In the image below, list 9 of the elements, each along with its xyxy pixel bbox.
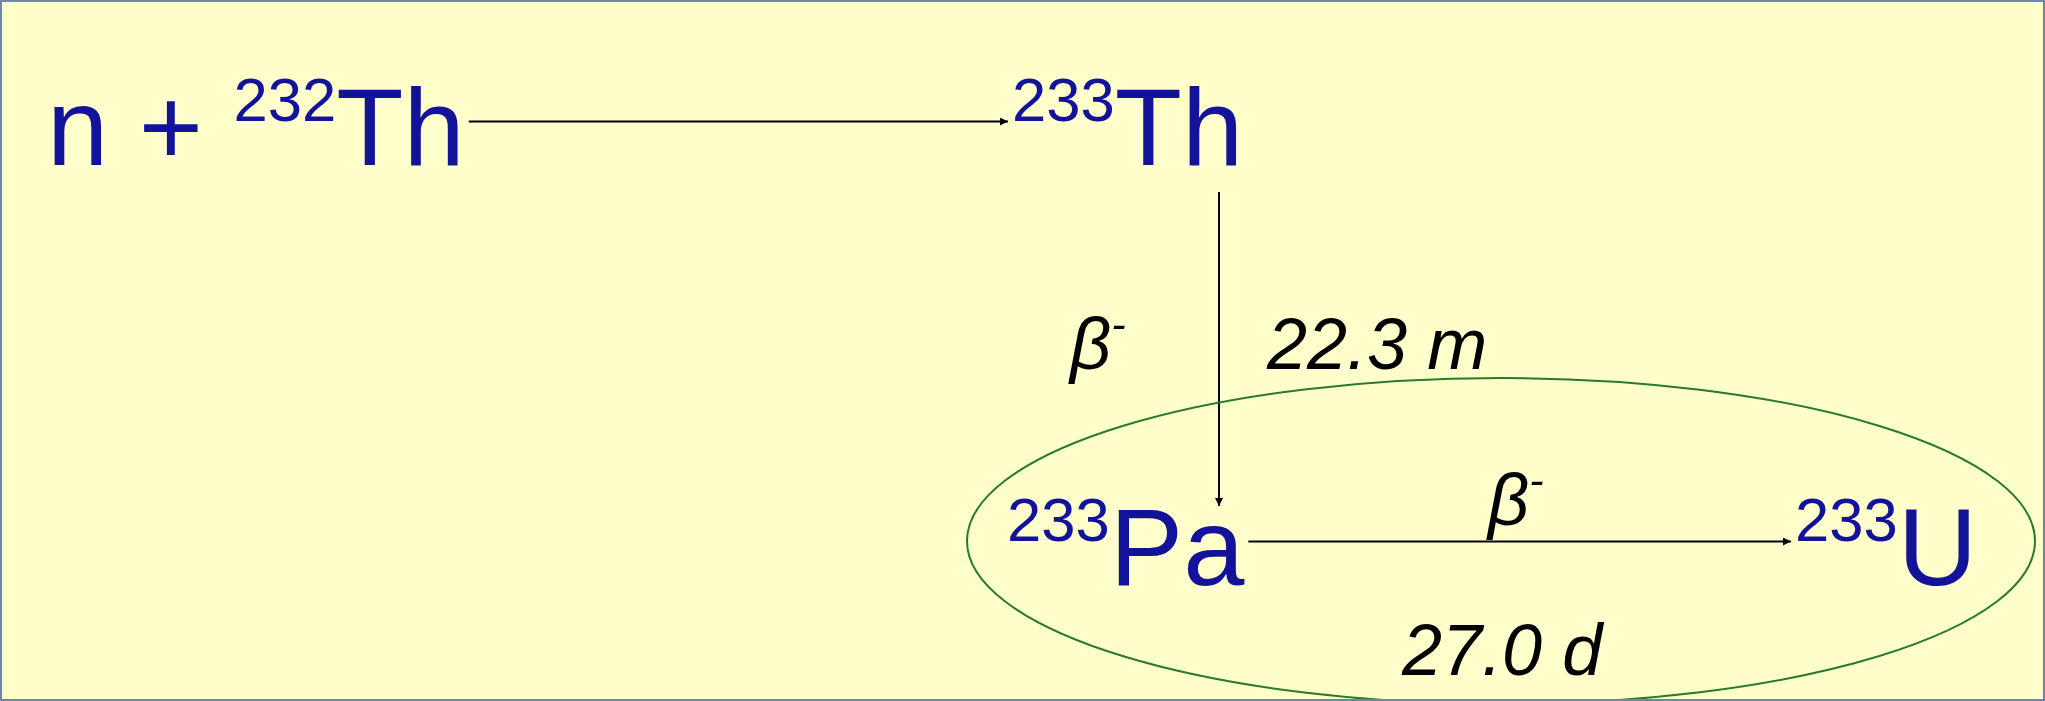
arrow: [1247, 537, 1792, 546]
arrow: [1215, 191, 1223, 507]
nuclide-label: n + $^{232}$Th: [47, 72, 465, 182]
nuclide-label: $^{233}$Pa: [1007, 492, 1245, 602]
half-life-label: 27.0 d: [1402, 614, 1603, 686]
arrow: [467, 117, 1009, 126]
nuclide-label: $^{233}$U: [1795, 492, 1978, 602]
half-life-label: 22.3 m: [1267, 308, 1488, 380]
nuclide-label: $^{233}$Th: [1012, 72, 1244, 182]
